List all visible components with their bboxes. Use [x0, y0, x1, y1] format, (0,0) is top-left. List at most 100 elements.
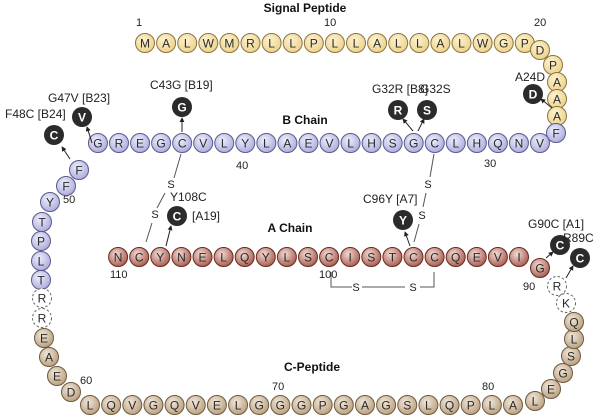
signal-residue: W — [472, 33, 493, 53]
b-chain-residue: G — [151, 133, 172, 153]
residue-circle — [382, 133, 403, 153]
c-peptide-residue: Q — [101, 395, 122, 415]
c-peptide-residue: L — [564, 329, 584, 349]
residue-letter: G — [93, 137, 102, 151]
residue-letter: G — [339, 399, 348, 413]
residue-letter: L — [289, 37, 296, 51]
residue-letter: F — [62, 180, 69, 194]
signal-residue: A — [547, 89, 567, 109]
c-peptide-residue: P — [312, 395, 333, 415]
b-chain-residue: E — [298, 133, 319, 153]
residue-letter: L — [221, 137, 228, 151]
c-peptide-residue: P — [460, 395, 481, 415]
residue-letter: E — [136, 137, 144, 151]
residue-circle — [206, 395, 227, 415]
b-chain-residue: A — [277, 133, 298, 153]
residue-letter: S — [304, 251, 312, 265]
mutation-arrow — [402, 118, 414, 132]
mutant-residue-circle — [550, 235, 570, 255]
signal-residue: L — [282, 33, 303, 53]
residue-letter: L — [184, 37, 191, 51]
residue-letter: Y — [46, 196, 54, 210]
residue-letter: S — [403, 399, 411, 413]
mutation-label: G32S — [420, 82, 451, 96]
residue-letter: L — [571, 333, 578, 347]
residue-letter: N — [177, 251, 186, 265]
bond-line — [145, 222, 153, 243]
c-peptide-residue: E — [47, 366, 67, 386]
signal-residue: W — [198, 33, 219, 53]
mutation-label: G90C [A1] — [528, 217, 584, 231]
residue-letter: C — [430, 137, 439, 151]
bond-line — [173, 153, 182, 179]
residue-letter: P — [310, 37, 318, 51]
residue-letter: C — [178, 137, 187, 151]
c-peptide-residue: G — [291, 395, 312, 415]
residue-circle — [333, 395, 354, 415]
residue-circle — [319, 133, 340, 153]
mutant-residue-circle — [167, 206, 187, 226]
residue-circle — [424, 133, 445, 153]
sulfur-label: S — [167, 179, 174, 191]
b-chain-residue: T — [31, 270, 51, 290]
residue-letter: R — [553, 280, 562, 294]
residue-circle — [312, 395, 333, 415]
residue-circle — [192, 247, 213, 267]
residue-circle — [34, 328, 54, 348]
b-chain-residue: Q — [487, 133, 508, 153]
residue-letter: L — [268, 37, 275, 51]
residue-letter: H — [473, 137, 482, 151]
residue-circle — [397, 395, 418, 415]
residue-circle — [80, 395, 100, 415]
bond-line — [413, 223, 420, 243]
residue-number-10: 10 — [324, 17, 336, 29]
residue-circle — [228, 395, 249, 415]
residue-letter: R — [246, 37, 255, 51]
c-peptide-residue: Q — [439, 395, 460, 415]
signal-residue: A — [430, 33, 451, 53]
residue-letter: L — [284, 251, 291, 265]
residue-letter: C — [430, 251, 439, 265]
residue-circle — [340, 133, 361, 153]
residue-circle — [256, 133, 277, 153]
a-chain-residue: C — [129, 247, 150, 267]
b-chain-residue: G — [403, 133, 424, 153]
residue-circle — [40, 192, 60, 212]
residue-letter: W — [477, 37, 489, 51]
residue-letter: P — [467, 399, 475, 413]
residue-letter: V — [192, 399, 200, 413]
residue-circle — [546, 123, 566, 143]
residue-letter: F — [552, 127, 559, 141]
mutation-arrow — [165, 225, 173, 247]
residue-letter: F — [75, 164, 82, 178]
residue-letter: V — [128, 399, 136, 413]
residue-circle — [101, 395, 122, 415]
residue-circle — [277, 133, 298, 153]
residue-circle — [198, 33, 219, 53]
residue-letter: G — [255, 399, 264, 413]
residue-letter: L — [332, 37, 339, 51]
residue-letter: A — [509, 399, 517, 413]
cleaved-residue: K — [556, 293, 576, 313]
b-chain-residue: L — [340, 133, 361, 153]
residue-letter: Y — [241, 137, 249, 151]
residue-letter: C — [135, 251, 144, 265]
b-chain-residue: S — [382, 133, 403, 153]
residue-circle — [508, 133, 529, 153]
b-chain-residue: H — [361, 133, 382, 153]
signal-peptide-title: Signal Peptide — [264, 1, 347, 15]
c-peptide-residue: S — [561, 346, 581, 366]
residue-circle — [143, 395, 164, 415]
mutant-residue-circle — [393, 210, 413, 230]
a-chain-residue: L — [213, 247, 234, 267]
sulfur-label: S — [418, 210, 425, 222]
residue-circle — [388, 33, 409, 53]
mutation-arrow — [85, 126, 93, 144]
residue-letter: L — [452, 137, 459, 151]
b-chain-residue: T — [32, 212, 52, 232]
signal-residue: L — [261, 33, 282, 53]
signal-residue: A — [547, 106, 567, 126]
residue-letter: N — [114, 251, 123, 265]
